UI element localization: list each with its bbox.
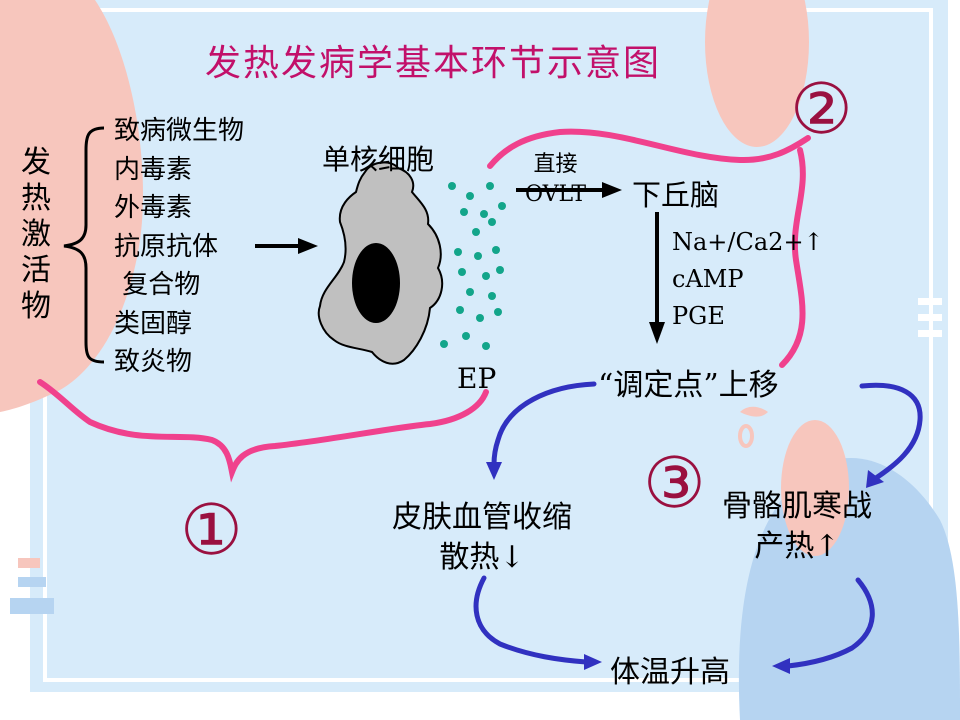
mediator-item: cAMP [672, 265, 744, 293]
blue-arrow-to-skin [491, 381, 597, 467]
activator-item: 复合物 [114, 270, 201, 300]
step-number-1: ① [180, 489, 243, 571]
skin-label: 皮肤血管收缩 [392, 500, 572, 535]
side-bar [18, 558, 40, 568]
ovlt-label: OVLT [525, 182, 587, 207]
ep-dots [440, 182, 506, 350]
direct-label: 直接 [533, 152, 578, 177]
side-tick [918, 314, 942, 321]
skin-response: 皮肤血管收缩 散热↓ [392, 498, 572, 578]
activator-item: 致病微生物 [114, 116, 245, 146]
ep-label: EP [457, 362, 497, 395]
salmon-blob-top [705, 0, 809, 147]
arrow-head [602, 182, 622, 198]
side-tick [918, 330, 942, 337]
salmon-drop [740, 406, 768, 417]
activators-label: 发热激活物 [21, 145, 51, 324]
pink-curve-2b [779, 147, 806, 368]
muscle-response: 骨骼肌寒战 产热↑ [722, 487, 872, 567]
cell-nucleus [352, 243, 400, 323]
blue-arrow-to-muscle [859, 382, 923, 481]
activator-item: 抗原抗体 [114, 231, 219, 262]
arrow-head [298, 238, 318, 254]
step-number-2: ② [790, 68, 853, 150]
hypothalamus-label: 下丘脑 [632, 178, 720, 212]
mediator-item: Na+/Ca2+↑ [672, 228, 824, 256]
heat-loss-label: 散热↓ [439, 540, 525, 575]
pink-curve-1 [37, 379, 489, 483]
side-bar [18, 577, 46, 587]
salmon-blob-left [0, 0, 143, 412]
heat-production-label: 产热↑ [754, 529, 840, 564]
side-bar [10, 598, 54, 614]
result-label: 体温升高 [610, 655, 730, 690]
brace [63, 126, 105, 364]
setpoint-label: “调定点”上移 [598, 368, 779, 403]
step-number-3: ③ [643, 442, 706, 524]
mediator-item: PGE [672, 302, 725, 330]
diagram-title: 发热发病学基本环节示意图 [205, 43, 662, 84]
salmon-ring [738, 424, 754, 448]
activator-item: 内毒素 [114, 154, 193, 185]
side-tick [918, 298, 942, 305]
activator-item: 外毒素 [114, 193, 193, 223]
blue-arrows [473, 381, 923, 669]
arrow-head [649, 322, 665, 344]
blue-arrowheads [486, 462, 884, 674]
monocyte-label: 单核细胞 [322, 143, 435, 176]
blue-arrow-skin-to-temp [473, 575, 589, 665]
salmon-blob-right [781, 420, 849, 556]
mediator-list: Na+/Ca2+↑ cAMP PGE [672, 224, 824, 335]
muscle-label: 骨骼肌寒战 [722, 489, 872, 524]
activator-item: 致炎物 [114, 347, 193, 377]
pink-curve-2a [487, 128, 811, 169]
direct-pathway-label: 直接 OVLT [525, 150, 586, 210]
activator-list: 致病微生物 内毒素 外毒素 抗原抗体 复合物 类固醇 致炎物 [114, 112, 244, 382]
activator-item: 类固醇 [114, 308, 193, 339]
blue-arrow-muscle-to-temp [785, 577, 875, 669]
